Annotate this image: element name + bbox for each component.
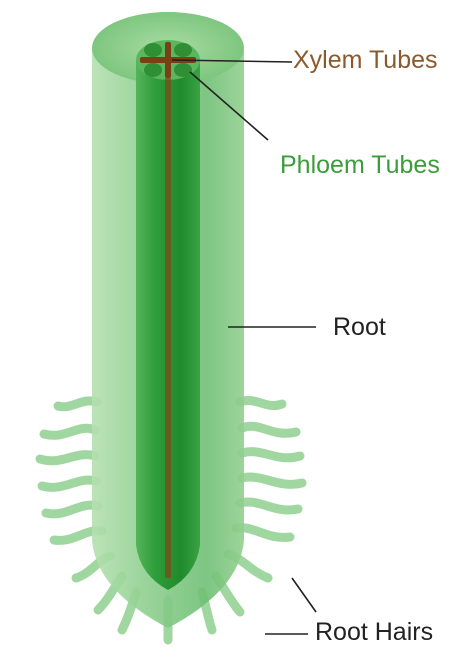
root-hairs-label: Root Hairs bbox=[315, 617, 433, 647]
phloem-tubes-label: Phloem Tubes bbox=[280, 150, 440, 180]
root-label: Root bbox=[333, 312, 386, 342]
root-hairs-pointer-line bbox=[292, 578, 316, 612]
xylem-tubes-label: Xylem Tubes bbox=[293, 45, 438, 75]
